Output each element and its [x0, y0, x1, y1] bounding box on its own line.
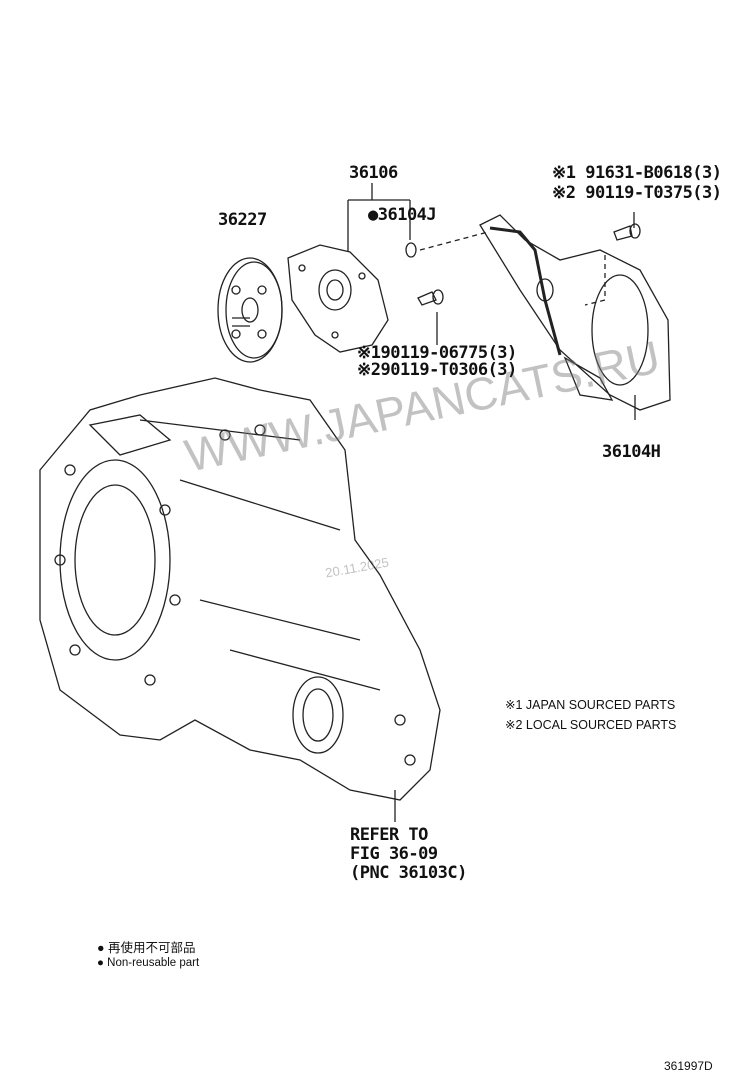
refer-line-1: REFER TO	[350, 825, 428, 845]
refer-line-3[interactable]: (PNC 36103C)	[350, 863, 467, 883]
nonreusable-legend-en: ● Non-reusable part	[97, 957, 200, 969]
gear-36227-drawing	[217, 257, 283, 363]
nonreusable-legend-jp: ● 再使用不可部品	[97, 941, 196, 955]
refer-line-2[interactable]: FIG 36-09	[350, 844, 438, 864]
leader-lines	[347, 183, 636, 822]
part-label-90119-T0375[interactable]: ※2 90119-T0375(3)	[552, 183, 722, 203]
bolt-holes	[54, 424, 416, 766]
part-label-91631-B0618[interactable]: ※1 91631-B0618(3)	[552, 163, 722, 183]
bolt-drawing	[417, 223, 641, 306]
part-label-36104J[interactable]: ●36104J	[368, 205, 437, 225]
seal-36104J-drawing	[405, 242, 417, 258]
note-local-sourced: ※2 LOCAL SOURCED PARTS	[505, 718, 677, 732]
figure-id: 361997D	[664, 1059, 713, 1073]
part-label-36104H[interactable]: 36104H	[602, 442, 661, 462]
part-label-90119-06775[interactable]: ※190119-06775(3)	[357, 343, 517, 363]
note-japan-sourced: ※1 JAPAN SOURCED PARTS	[505, 698, 676, 712]
cover-36106-drawing	[287, 244, 389, 353]
part-label-36106[interactable]: 36106	[349, 163, 398, 183]
part-label-36227[interactable]: 36227	[218, 210, 267, 230]
cover-36104H-drawing	[479, 214, 671, 411]
transfer-case-drawing	[39, 377, 441, 801]
part-label-90119-T0306[interactable]: ※290119-T0306(3)	[357, 360, 517, 380]
